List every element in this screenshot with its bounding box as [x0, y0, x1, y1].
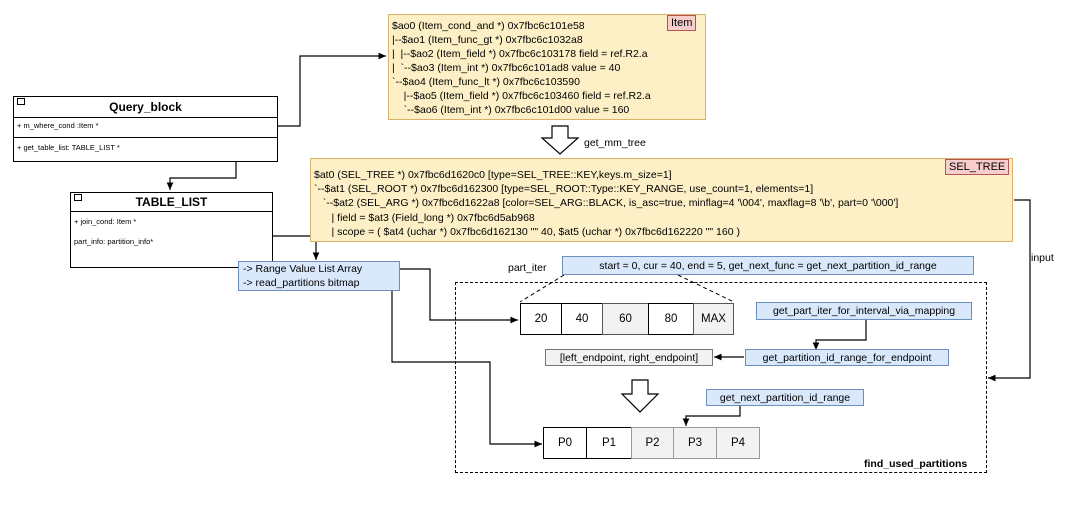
get-partition-id-range-box: get_partition_id_range_for_endpoint: [745, 349, 949, 366]
partition-cell: P1: [586, 427, 632, 459]
sel-tree-line: $at0 (SEL_TREE *) 0x7fbc6d1620c0 [type=S…: [314, 169, 672, 181]
item-line: `--$ao4 (Item_func_lt *) 0x7fbc6c103590: [392, 76, 580, 88]
input-label: input: [1031, 252, 1054, 264]
item-line: |--$ao1 (Item_func_gt *) 0x7fbc6c1032a8: [392, 34, 583, 46]
arrow-range-to-partitions: [391, 286, 542, 448]
range-value-cell: 80: [648, 303, 694, 335]
range-value-cell: 40: [561, 303, 603, 335]
sel-tree-line: | field = $at3 (Field_long *) 0x7fbc6d5a…: [314, 212, 535, 224]
item-line: | |--$ao2 (Item_field *) 0x7fbc6c103178 …: [392, 48, 648, 60]
sel-tree-line: `--$at1 (SEL_ROOT *) 0x7fbc6d162300 [typ…: [314, 183, 814, 195]
query-block-class: Query_block + m_where_cond :Item * + get…: [13, 96, 278, 162]
query-block-method: + get_table_list: TABLE_LIST *: [17, 143, 120, 152]
item-tree-panel: $ao0 (Item_cond_and *) 0x7fbc6c101e58 |-…: [388, 14, 706, 120]
query-block-title: Query_block: [109, 100, 182, 114]
partition-cell: P3: [673, 427, 717, 459]
arrow-query-to-item: [278, 52, 386, 127]
endpoint-box: [left_endpoint, right_endpoint]: [545, 349, 713, 366]
part-iter-label: part_iter: [508, 262, 547, 274]
item-line: $ao0 (Item_cond_and *) 0x7fbc6c101e58: [392, 20, 585, 32]
sel-tree-line: `--$at2 (SEL_ARG *) 0x7fbc6d1622a8 [colo…: [314, 197, 899, 209]
range-value-cell: 20: [520, 303, 562, 335]
item-tag: Item: [667, 15, 697, 31]
range-value-cell: 60: [602, 303, 649, 335]
table-list-field: + join_cond: Item *: [74, 217, 137, 226]
table-list-field: part_info: partition_info*: [74, 237, 154, 246]
partition-cell: P4: [716, 427, 760, 459]
sel-tree-tag: SEL_TREE: [945, 159, 1010, 175]
get-mm-tree-arrow-icon: [540, 125, 580, 155]
dashed-start-line: [519, 274, 565, 303]
find-used-partitions-container: [455, 282, 987, 473]
query-block-field: + m_where_cond :Item *: [17, 121, 99, 130]
range-value-list-box: -> Range Value List Array -> read_partit…: [238, 261, 400, 291]
partition-cell: P0: [543, 427, 587, 459]
arrow-iter-to-range: [812, 320, 867, 350]
arrow-input: [988, 199, 1031, 382]
item-line: |--$ao5 (Item_field *) 0x7fbc6c103460 fi…: [392, 90, 651, 102]
range-line: -> read_partitions bitmap: [243, 277, 360, 289]
class-collapse-icon: [17, 98, 25, 105]
get-mm-tree-label: get_mm_tree: [584, 137, 646, 149]
get-part-iter-box: get_part_iter_for_interval_via_mapping: [756, 302, 972, 320]
table-list-title: TABLE_LIST: [135, 195, 208, 209]
sel-tree-panel: $at0 (SEL_TREE *) 0x7fbc6d1620c0 [type=S…: [310, 158, 1013, 242]
get-next-partition-box: get_next_partition_id_range: [706, 389, 864, 406]
find-used-partitions-label: find_used_partitions: [864, 458, 968, 470]
sel-tree-line: | scope = ( $at4 (uchar *) 0x7fbc6d16213…: [314, 226, 740, 238]
item-line: `--$ao6 (Item_int *) 0x7fbc6c101d00 valu…: [392, 104, 630, 116]
partition-cell: P2: [631, 427, 674, 459]
part-iter-box: start = 0, cur = 40, end = 5, get_next_f…: [562, 256, 974, 275]
range-line: -> Range Value List Array: [243, 263, 363, 275]
dashed-end-line: [677, 274, 735, 303]
down-arrow-icon: [620, 379, 660, 413]
table-list-class: TABLE_LIST + join_cond: Item * part_info…: [70, 192, 273, 268]
class-collapse-icon: [74, 194, 82, 201]
item-line: | `--$ao3 (Item_int *) 0x7fbc6c101ad8 va…: [392, 62, 621, 74]
arrow-next-to-partitions: [682, 405, 741, 426]
arrow-query-to-tablelist: [166, 150, 237, 190]
range-value-cell: MAX: [693, 303, 734, 335]
